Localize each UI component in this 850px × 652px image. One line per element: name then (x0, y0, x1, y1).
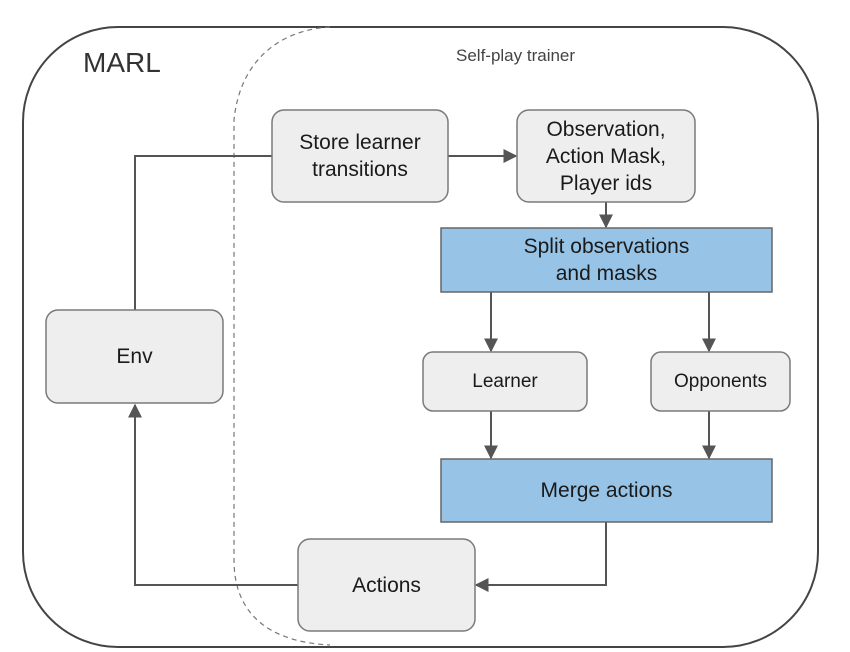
merge-label: Merge actions (540, 479, 673, 502)
learner-node (422, 351, 588, 412)
edge-actions-to-env (128, 403, 298, 586)
marl-container (22, 26, 819, 648)
connectors (128, 149, 716, 592)
edge-merge-to-actions (474, 522, 607, 592)
env-label: Env (116, 345, 153, 368)
marl-title: MARL (83, 47, 161, 78)
store-label: Store learner transitions (299, 131, 421, 181)
self-play-title: Self-play trainer (456, 46, 576, 65)
store-node (271, 109, 449, 203)
actions-label: Actions (352, 573, 421, 597)
split-label: Split observations and masks (523, 235, 690, 285)
observation-label: Observation, Action Mask, Player ids (545, 117, 667, 195)
opponents-node (650, 351, 791, 412)
env-node (45, 309, 224, 404)
opponents-label: Opponents (674, 371, 767, 392)
actions-node (297, 538, 476, 632)
learner-label: Learner (472, 371, 538, 392)
split-node (440, 227, 773, 293)
self-play-region (233, 26, 331, 646)
merge-node (440, 458, 773, 523)
edge-env-to-store (134, 155, 272, 310)
observation-node (516, 109, 696, 203)
